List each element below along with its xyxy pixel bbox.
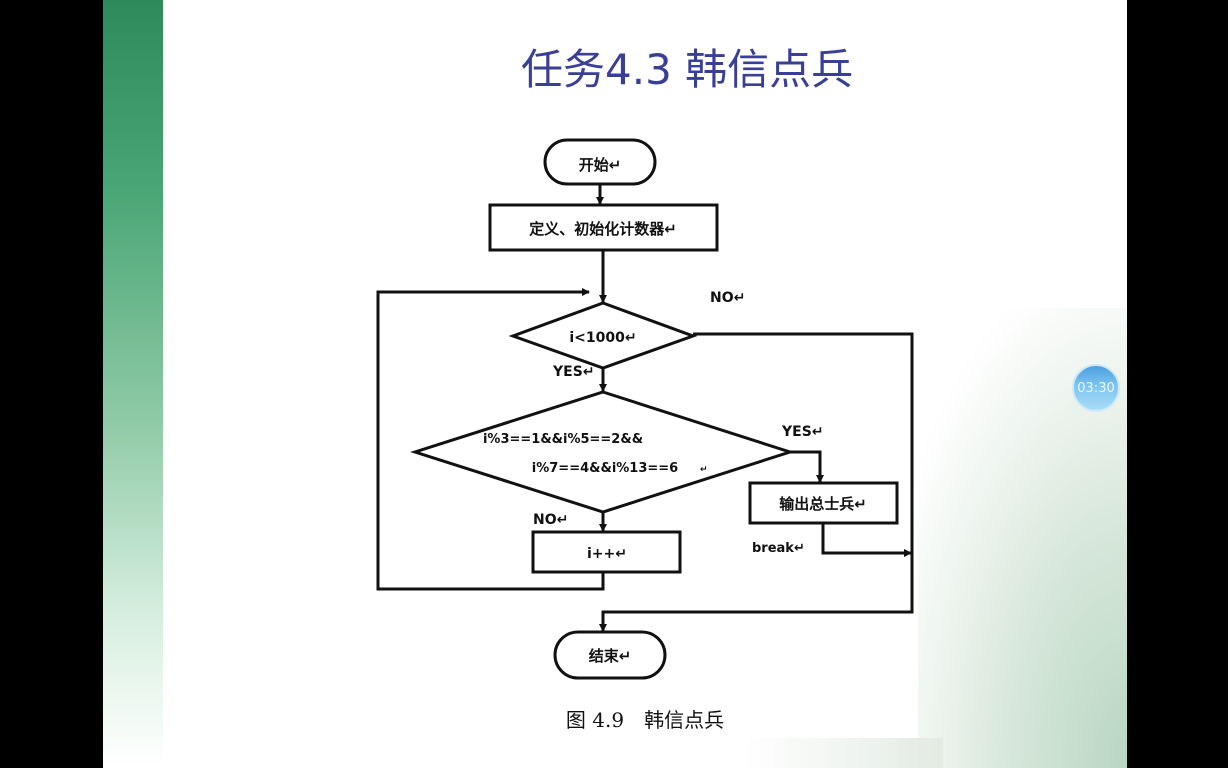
arrow-yes-output bbox=[790, 450, 824, 483]
yes1-label: YES↵ bbox=[552, 364, 595, 380]
yes2-label: YES↵ bbox=[781, 424, 824, 440]
slide-title: 任务4.3 韩信点兵 bbox=[521, 45, 854, 94]
line-no-exit bbox=[599, 332, 914, 632]
end-label: 结束↵ bbox=[589, 647, 632, 665]
cond1-label: i<1000↵ bbox=[569, 330, 636, 346]
break-label: break↵ bbox=[752, 541, 805, 556]
timer-badge[interactable]: 03:30 bbox=[1072, 364, 1120, 412]
cond2-line2: i%7==4&&i%13==6 bbox=[532, 461, 678, 476]
loop-back-line bbox=[376, 288, 605, 591]
figure-caption: 图 4.9 韩信点兵 bbox=[566, 708, 724, 732]
arrow-break bbox=[821, 523, 912, 557]
start-label: 开始↵ bbox=[579, 156, 622, 174]
green-side-strip bbox=[103, 0, 163, 768]
end-terminal bbox=[553, 630, 667, 680]
no1-label: NO↵ bbox=[710, 290, 745, 306]
slide: 任务4.3 韩信点兵 开始↵ 定义、初始化计数器↵ i<1000↵ bbox=[103, 0, 1127, 768]
increment-box bbox=[531, 530, 682, 574]
cond2-mark: ↵ bbox=[700, 465, 708, 475]
cond2-diamond bbox=[410, 390, 795, 514]
cond2-line1: i%3==1&&i%5==2&& bbox=[483, 432, 643, 447]
init-label: 定义、初始化计数器↵ bbox=[529, 220, 677, 238]
increment-label: i++↵ bbox=[587, 546, 627, 562]
no2-label: NO↵ bbox=[533, 512, 568, 528]
decorative-background-bottom bbox=[743, 738, 943, 768]
flowchart: 开始↵ 定义、初始化计数器↵ i<1000↵ NO↵ YES↵ i%3==1&&… bbox=[345, 138, 918, 738]
output-label: 输出总士兵↵ bbox=[779, 495, 867, 513]
